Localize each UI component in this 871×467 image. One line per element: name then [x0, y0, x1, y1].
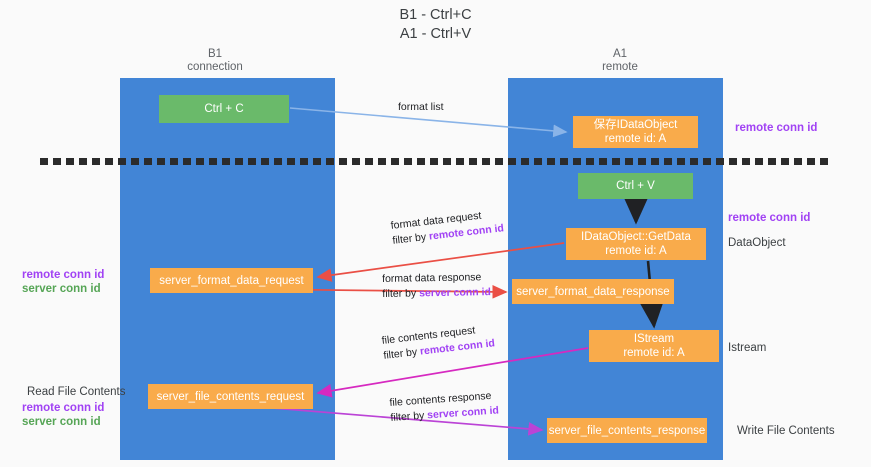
annotation-conn-ids-format: remote conn id server conn id [22, 268, 104, 296]
column-header-b1: B1 connection [187, 48, 243, 73]
node-ctrl-v[interactable]: Ctrl + V [578, 173, 693, 199]
annotation-write-file-contents: Write File Contents [737, 424, 835, 438]
node-idataobject[interactable]: 保存IDataObject remote id: A [573, 116, 698, 148]
annotation-dataobject: DataObject [728, 236, 786, 250]
node-istream[interactable]: IStream remote id: A [589, 330, 719, 362]
edge-label-format-data-request: format data request filter by remote con… [390, 206, 505, 248]
dashed-divider [40, 158, 831, 165]
annotation-conn-ids-file: remote conn id server conn id [22, 401, 104, 429]
annotation-server-conn-id: server conn id [22, 283, 101, 295]
annotation-remote-conn-id-dataobject: remote conn id [728, 211, 810, 225]
annotation-server-conn-id: server conn id [22, 416, 101, 428]
annotation-remote-conn-id: remote conn id [22, 269, 105, 281]
annotation-text: remote conn id [728, 212, 811, 224]
edge-label-filter-prefix: filter by [382, 287, 420, 300]
edge-label-filter-prefix: filter by [391, 230, 430, 247]
edge-label-format-list: format list [398, 101, 444, 113]
node-ctrl-c[interactable]: Ctrl + C [159, 95, 289, 123]
node-server-file-contents-request[interactable]: server_file_contents_request [148, 384, 313, 409]
annotation-istream: Istream [728, 341, 766, 355]
annotation-read-file-contents: Read File Contents [27, 385, 125, 399]
annotation-text: remote conn id [735, 122, 818, 134]
edge-label-filter-prefix: filter by [390, 409, 428, 424]
edge-label-filter-key: server conn id [419, 286, 492, 300]
annotation-text: Istream [728, 342, 767, 354]
node-server-format-data-response[interactable]: server_format_data_response [512, 279, 674, 304]
column-header-a1: A1 remote [602, 48, 638, 73]
annotation-text: Read File Contents [27, 386, 126, 398]
annotation-remote-conn-id-top: remote conn id [735, 121, 817, 135]
edge-label-file-contents-response: file contents response filter by server … [389, 388, 499, 425]
node-idataobject-getdata[interactable]: IDataObject::GetData remote id: A [566, 228, 706, 260]
annotation-text: Write File Contents [737, 425, 835, 437]
annotation-text: DataObject [728, 237, 786, 249]
node-server-format-data-request[interactable]: server_format_data_request [150, 268, 313, 293]
page-title: B1 - Ctrl+C A1 - Ctrl+V [399, 7, 472, 42]
edge-label-file-contents-request: file contents request filter by remote c… [381, 321, 496, 363]
node-server-file-contents-response[interactable]: server_file_contents_response [547, 418, 707, 443]
edge-label-filter-prefix: filter by [382, 345, 421, 362]
annotation-remote-conn-id: remote conn id [22, 402, 105, 414]
edge-label-filter-key: server conn id [426, 404, 500, 422]
edge-label-format-data-response: format data response filter by server co… [382, 270, 491, 302]
